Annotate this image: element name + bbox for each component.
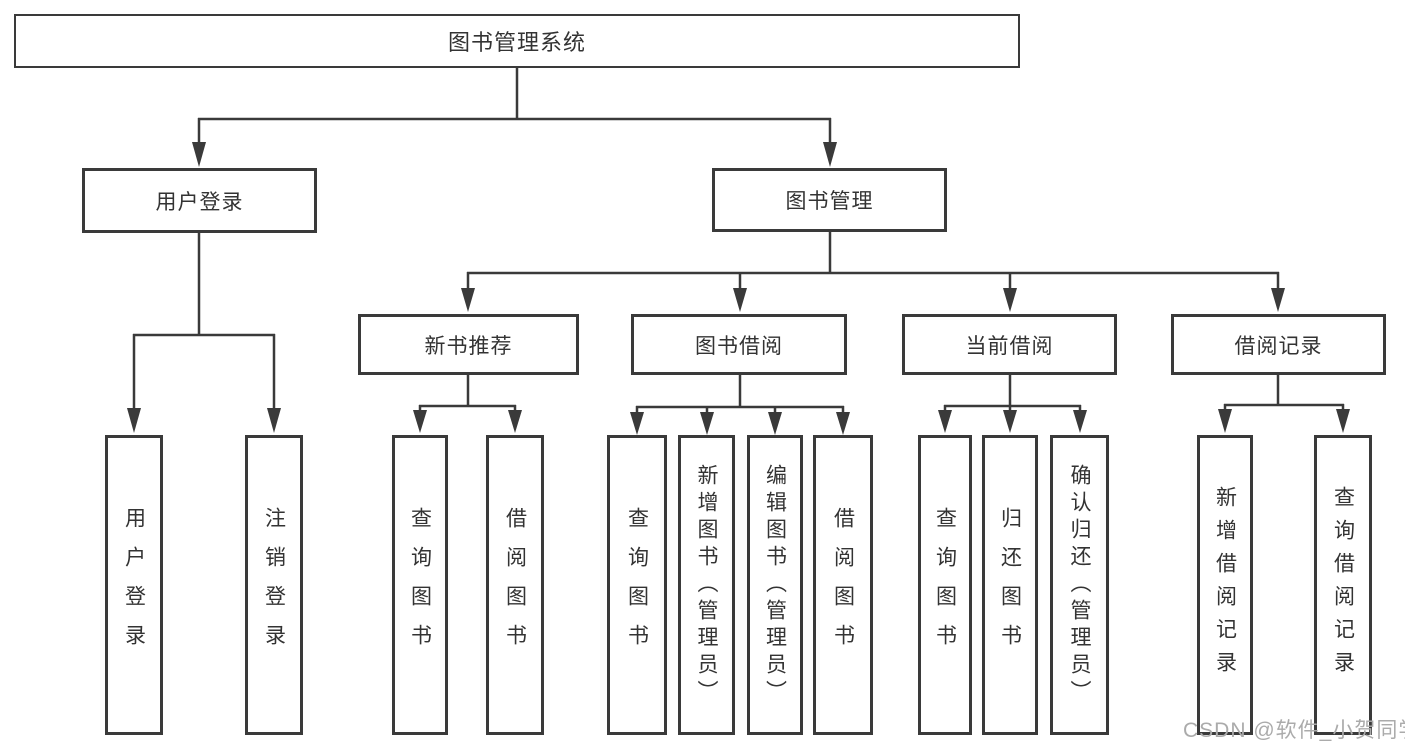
leaf-borrow-books-label: 借阅图书 (831, 507, 855, 663)
leaf-logout-label: 注销登录 (262, 507, 286, 663)
node-root-system: 图书管理系统 (14, 14, 1020, 68)
node-user-login-label: 用户登录 (155, 190, 244, 214)
leaf-add-books-admin-label: 新增图书（管理员） (695, 463, 718, 707)
leaf-return-books-label: 归还图书 (998, 507, 1022, 663)
leaf-query-borrow-record: 查询借阅记录 (1314, 435, 1372, 735)
node-borrow-records-label: 借阅记录 (1234, 334, 1323, 358)
leaf-add-borrow-record: 新增借阅记录 (1197, 435, 1253, 735)
node-book-borrow: 图书借阅 (631, 314, 847, 375)
node-current-borrow-label: 当前借阅 (965, 334, 1054, 358)
leaf-borrow-books: 借阅图书 (813, 435, 873, 735)
leaf-edit-books-admin-label: 编辑图书（管理员） (763, 463, 787, 707)
node-current-borrow: 当前借阅 (902, 314, 1117, 375)
leaf-add-borrow-record-label: 新增借阅记录 (1213, 486, 1237, 684)
leaf-edit-books-admin: 编辑图书（管理员） (747, 435, 803, 735)
node-book-management-label: 图书管理 (785, 190, 874, 213)
leaf-query-books-current: 查询图书 (918, 435, 972, 735)
leaf-confirm-return-admin: 确认归还（管理员） (1050, 435, 1109, 735)
leaf-add-books-admin: 新增图书（管理员） (678, 435, 735, 735)
leaf-query-books-recommend: 查询图书 (392, 435, 448, 735)
csdn-watermark: CSDN @软件_小贺同学 (1183, 719, 1405, 742)
node-book-management: 图书管理 (712, 168, 947, 232)
leaf-user-login: 用户登录 (105, 435, 163, 735)
node-new-book-recommend: 新书推荐 (358, 314, 579, 375)
leaf-user-login-label: 用户登录 (122, 507, 146, 663)
node-borrow-records: 借阅记录 (1171, 314, 1386, 375)
leaf-confirm-return-admin-label: 确认归还（管理员） (1068, 463, 1091, 707)
leaf-query-books-borrow: 查询图书 (607, 435, 667, 735)
node-book-borrow-label: 图书借阅 (695, 334, 783, 358)
leaf-return-books: 归还图书 (982, 435, 1038, 735)
leaf-query-books-borrow-label: 查询图书 (625, 507, 649, 663)
leaf-query-borrow-record-label: 查询借阅记录 (1331, 486, 1355, 684)
node-new-book-recommend-label: 新书推荐 (424, 334, 513, 358)
leaf-borrow-books-recommend-label: 借阅图书 (503, 507, 527, 663)
leaf-query-books-current-label: 查询图书 (933, 507, 957, 663)
leaf-borrow-books-recommend: 借阅图书 (486, 435, 544, 735)
leaf-logout: 注销登录 (245, 435, 303, 735)
node-root-label: 图书管理系统 (447, 30, 586, 55)
node-user-login: 用户登录 (82, 168, 317, 233)
leaf-query-books-recommend-label: 查询图书 (408, 507, 432, 663)
